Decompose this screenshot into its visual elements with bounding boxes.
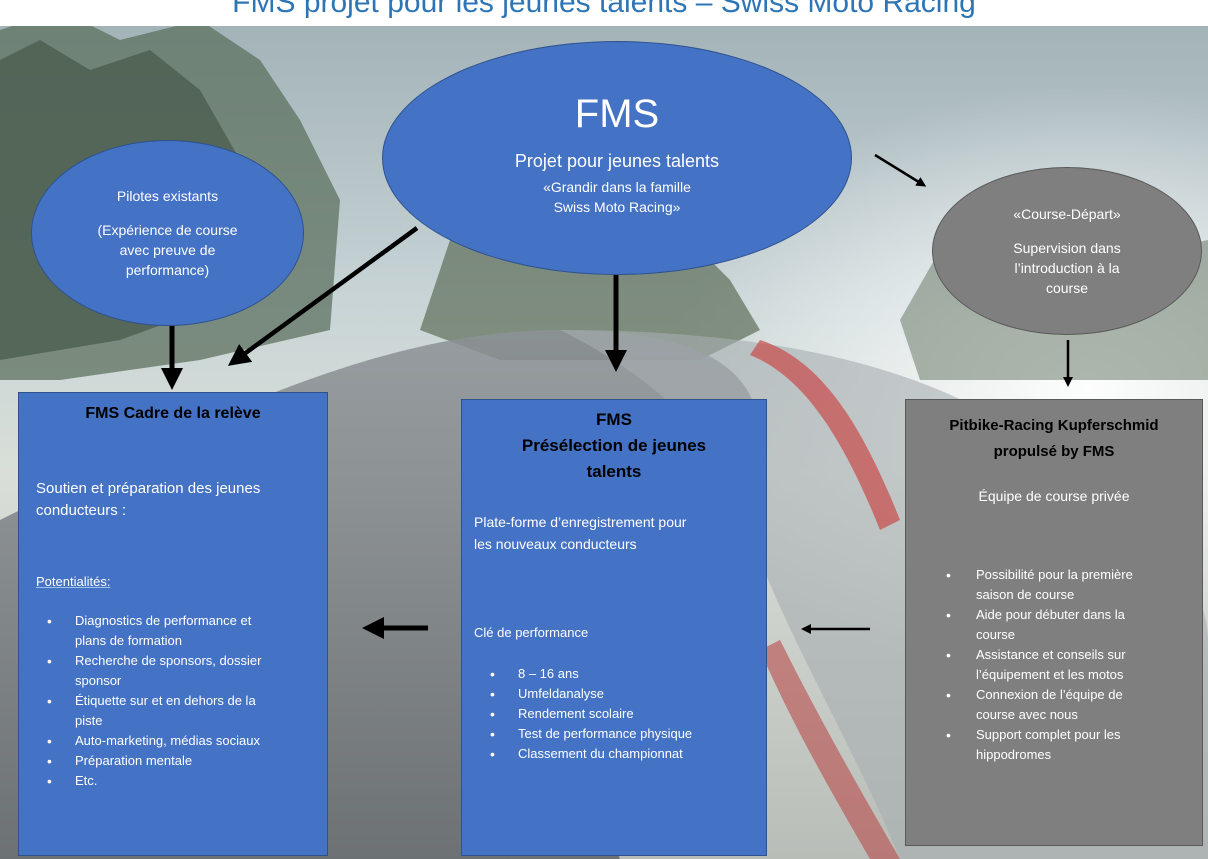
course-depart-ellipse: «Course-Départ» Supervision dans l’intro…	[932, 167, 1202, 335]
cadre-title: FMS Cadre de la relève	[85, 405, 261, 422]
preselection-box: FMS Présélection de jeunes talents Plate…	[461, 399, 767, 856]
course-depart-line2: l’introduction à la	[1014, 260, 1120, 276]
pilotes-existants-ellipse: Pilotes existants (Expérience de course …	[31, 140, 304, 326]
preselection-title-line3: talents	[586, 462, 642, 481]
pilotes-title: Pilotes existants	[116, 188, 219, 204]
fms-tagline-line2: Swiss Moto Racing»	[553, 199, 681, 215]
fms-subtitle: Projet pour jeunes talents	[514, 151, 720, 171]
list-item: Préparation mentale	[19, 751, 319, 771]
fms-project-ellipse: FMS Projet pour jeunes talents «Grandir …	[382, 41, 852, 275]
cadre-intro-line2: conducteurs :	[36, 502, 127, 519]
arrow-fms-to-cadre	[227, 226, 419, 366]
cadre-intro-line1: Soutien et préparation des jeunes	[36, 480, 261, 497]
page-title: FMS projet pour les jeunes talents – Swi…	[232, 0, 976, 19]
fms-title: FMS	[574, 92, 660, 136]
pitbike-title-line2: propulsé by FMS	[993, 443, 1115, 460]
fms-tagline-line1: «Grandir dans la famille	[543, 179, 691, 195]
pitbike-subtitle: Équipe de course privée	[978, 488, 1130, 504]
preselection-list: 8 – 16 ans Umfeldanalyse Rendement scola…	[462, 664, 762, 764]
list-item: Etc.	[19, 771, 319, 791]
list-item: 8 – 16 ans	[462, 664, 762, 684]
list-item: Test de performance physique	[462, 724, 762, 744]
preselection-key-label: Clé de performance	[474, 625, 589, 640]
cadre-potential-label: Potentialités:	[36, 574, 111, 589]
course-depart-title: «Course-Départ»	[1013, 206, 1121, 222]
preselection-title-line1: FMS	[596, 410, 632, 429]
list-item: Umfeldanalyse	[462, 684, 762, 704]
pilotes-line2: avec preuve de	[119, 242, 216, 258]
preselection-intro-line1: Plate-forme d’enregistrement pour	[474, 514, 687, 530]
cadre-releve-box: FMS Cadre de la relève Soutien et prépar…	[18, 392, 328, 856]
preselection-intro-line2: les nouveaux conducteurs	[474, 536, 637, 552]
arrow-fms-to-course-depart	[874, 153, 927, 187]
course-depart-line3: course	[1045, 280, 1089, 296]
pitbike-title-line1: Pitbike-Racing Kupferschmid	[949, 417, 1159, 434]
preselection-title-line2: Présélection de jeunes	[521, 436, 707, 455]
pitbike-racing-box: Pitbike-Racing Kupferschmid propulsé by …	[905, 399, 1203, 846]
pilotes-line3: performance)	[125, 262, 210, 278]
list-item: Rendement scolaire	[462, 704, 762, 724]
list-item: Auto-marketing, médias sociaux	[19, 731, 319, 751]
list-item: Classement du championnat	[462, 744, 762, 764]
pilotes-line1: (Expérience de course	[97, 222, 238, 238]
course-depart-line1: Supervision dans	[1013, 240, 1121, 256]
